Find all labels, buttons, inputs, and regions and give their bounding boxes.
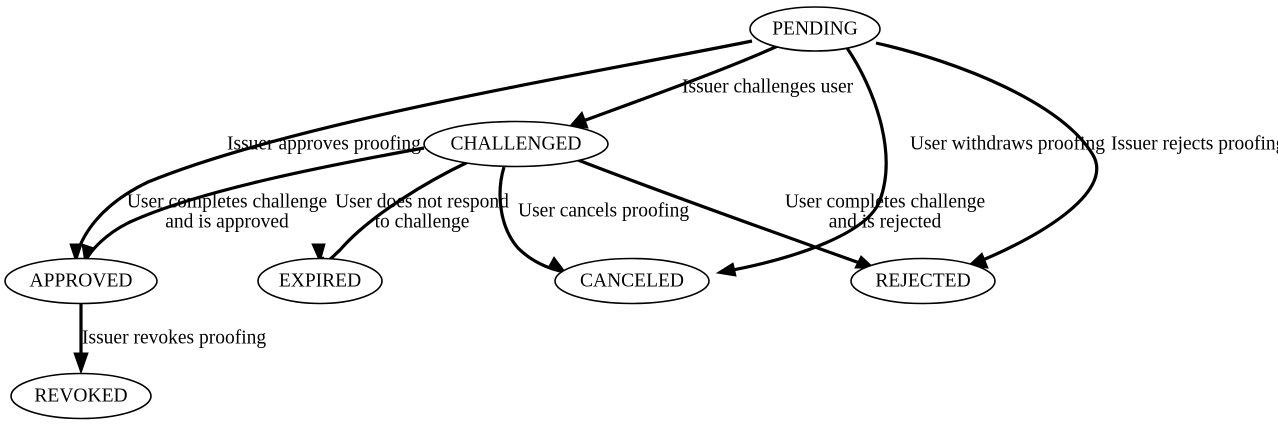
edge-label-user-completes-challenge-rejected-line1: User completes challenge [785,191,985,212]
edge-pending-to-challenged: Issuer challenges user [569,43,854,129]
edge-challenged-to-rejected: User completes challenge and is rejected [577,158,985,269]
edge-label-issuer-approves-proofing: Issuer approves proofing [227,133,421,154]
edge-label-user-completes-challenge-approved-line2: and is approved [165,211,289,232]
edge-challenged-to-approved-approves: Issuer approves proofing [81,133,425,265]
node-label-pending: PENDING [772,18,858,39]
node-approved[interactable]: APPROVED [4,257,158,305]
edge-challenged-to-expired: User does not respond to challenge [311,160,509,264]
edge-label-issuer-challenges-user: Issuer challenges user [682,76,854,97]
arrow-head-challenged-canceled [547,256,568,274]
node-ellipse-approved[interactable] [4,257,158,305]
node-label-expired: EXPIRED [279,270,361,291]
node-label-approved: APPROVED [30,270,133,291]
edge-label-user-does-not-respond-line1: User does not respond [335,191,509,212]
edge-path-challenged-rejected [577,158,869,268]
node-ellipse-pending[interactable] [749,6,881,52]
node-label-canceled: CANCELED [580,270,684,291]
edge-challenged-to-canceled: User cancels proofing [498,166,689,274]
node-ellipse-canceled[interactable] [554,257,710,305]
node-expired[interactable]: EXPIRED [257,257,383,305]
node-ellipse-revoked[interactable] [10,372,152,420]
edge-label-issuer-revokes-proofing: Issuer revokes proofing [82,327,266,348]
edge-label-issuer-rejects-proofing: Issuer rejects proofing [1111,133,1278,154]
edge-challenged-to-approved-completes: User completes challenge and is approved [127,191,327,232]
node-label-revoked: REVOKED [34,385,127,406]
node-canceled[interactable]: CANCELED [554,257,710,305]
edge-pending-to-approved [69,39,753,264]
arrow-head-approved-revoked [73,352,89,375]
node-challenged[interactable]: CHALLENGED [423,120,609,168]
edge-pending-to-canceled: User withdraws proofing [715,47,1105,277]
node-label-challenged: CHALLENGED [450,133,581,154]
edge-label-user-does-not-respond-line2: to challenge [375,211,470,232]
edge-path-pending-approved [74,39,753,258]
node-ellipse-expired[interactable] [257,257,383,305]
edge-path-pending-rejected [875,41,1099,266]
edge-path-pending-challenged [574,43,781,126]
node-revoked[interactable]: REVOKED [10,372,152,420]
edge-pending-to-rejected: Issuer rejects proofing [875,41,1278,269]
edge-path-challenged-canceled [498,166,561,273]
edge-label-user-cancels-proofing: User cancels proofing [518,200,689,221]
arrow-head-pending-canceled [715,262,737,277]
edge-path-challenged-approved-approves [85,146,425,259]
edge-path-pending-canceled [721,47,888,274]
arrow-head-challenged-expired [311,243,326,264]
edge-label-user-completes-challenge-rejected-line2: and is rejected [829,211,942,232]
node-pending[interactable]: PENDING [749,6,881,52]
edge-approved-to-revoked: Issuer revokes proofing [73,304,266,375]
arrow-head-pending-approved [69,243,83,264]
edge-label-user-withdraws-proofing: User withdraws proofing [910,133,1105,154]
node-rejected[interactable]: REJECTED [850,257,996,305]
edge-label-user-completes-challenge-approved-line1: User completes challenge [127,191,327,212]
node-ellipse-challenged[interactable] [423,120,609,168]
node-label-rejected: REJECTED [875,270,970,291]
node-ellipse-rejected[interactable] [850,257,996,305]
